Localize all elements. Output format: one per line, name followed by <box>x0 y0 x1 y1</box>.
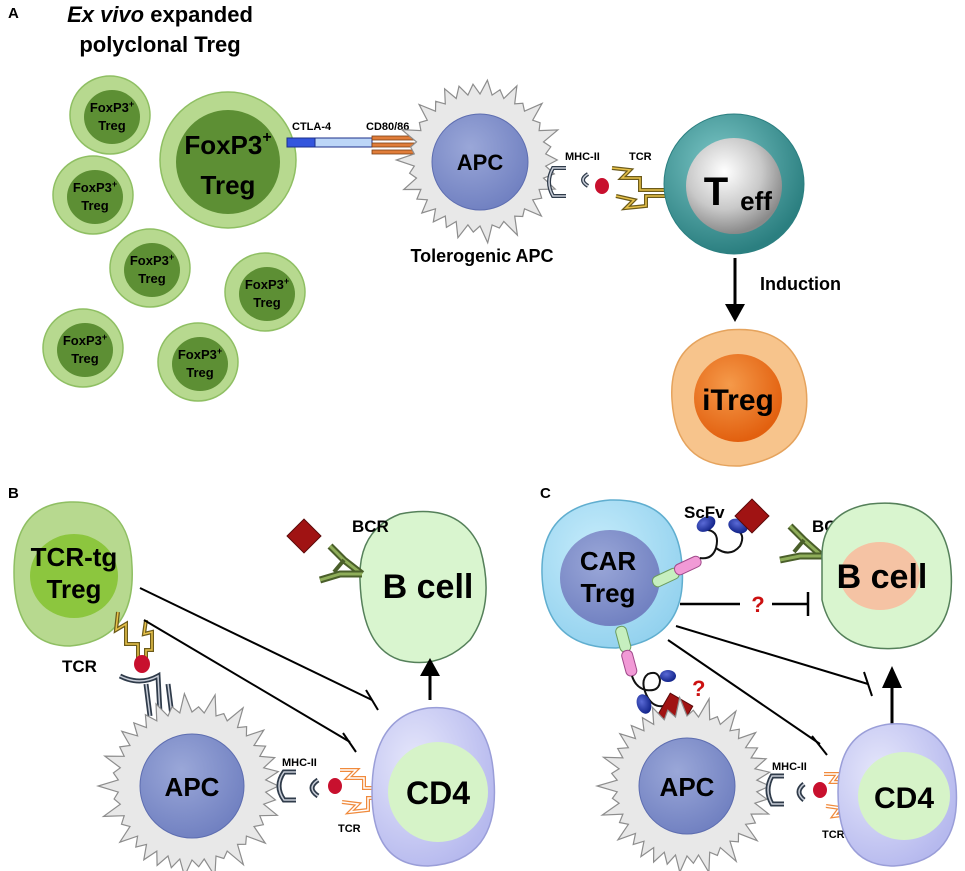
svg-text:Treg: Treg <box>81 198 109 213</box>
suppression-line <box>680 592 810 616</box>
tolerogenic-apc-label: Tolerogenic APC <box>410 246 553 266</box>
tcr-label-2: TCR <box>338 823 361 835</box>
mhc-ii-molecule <box>276 769 320 803</box>
small-treg-cell: FoxP3+ Treg <box>52 155 134 235</box>
title-italic: Ex vivo <box>67 2 144 27</box>
small-treg-cell: FoxP3+ Treg <box>224 252 306 332</box>
small-treg-cell: FoxP3+ Treg <box>42 308 124 388</box>
induction-label: Induction <box>760 274 841 294</box>
mhc-ii-molecule <box>547 166 590 198</box>
tcr-tg-treg-cell: TCR-tg Treg <box>13 501 133 647</box>
panel-c-letter: C <box>540 485 551 502</box>
cd8086-label: CD80/86 <box>366 121 409 133</box>
svg-text:Treg: Treg <box>186 365 214 380</box>
svg-text:FoxP3+: FoxP3+ <box>73 179 117 195</box>
car-receptor <box>651 516 748 588</box>
suppression-line <box>667 639 828 756</box>
svg-text:Treg: Treg <box>71 351 99 366</box>
svg-text:Treg: Treg <box>201 170 256 200</box>
svg-text:Treg: Treg <box>581 578 636 608</box>
apc-cell: APC <box>394 78 560 245</box>
antigen-square <box>734 498 770 534</box>
panel-a: A Ex vivo expanded polyclonal Treg FoxP3… <box>8 2 841 467</box>
ctla4-label: CTLA-4 <box>292 121 332 133</box>
svg-text:Treg: Treg <box>253 295 281 310</box>
car-receptor <box>615 625 676 714</box>
antigen-peptide <box>328 778 342 794</box>
bcr-receptor <box>779 523 825 564</box>
mhc-label: MHC-II <box>282 757 317 769</box>
panel-c: C CAR Treg ScFv BCR <box>540 485 958 871</box>
apc-label: APC <box>457 150 504 175</box>
svg-text:Treg: Treg <box>98 118 126 133</box>
itreg-cell: iTreg <box>671 328 808 467</box>
small-treg-cell: FoxP3+ Treg <box>109 228 191 308</box>
suppression-line <box>143 619 357 753</box>
tcr-label: TCR <box>629 151 652 163</box>
svg-text:T: T <box>704 170 728 214</box>
bcr-label: BCR <box>352 517 389 536</box>
cd4-label: CD4 <box>874 782 934 815</box>
svg-text:CAR: CAR <box>580 546 637 576</box>
apc-label: APC <box>660 772 715 802</box>
itreg-label: iTreg <box>702 384 774 417</box>
b-cell: B cell <box>821 502 953 650</box>
apc-cell: APC <box>96 691 280 871</box>
big-treg-cell: FoxP3+ Treg <box>159 91 297 229</box>
mhc-ii-molecule <box>118 671 175 717</box>
induction-arrow <box>725 258 745 322</box>
tcr-label: TCR <box>62 657 97 676</box>
car-treg-cell: CAR Treg <box>541 499 684 649</box>
mhc-label: MHC-II <box>772 761 807 773</box>
suppression-line <box>139 587 379 711</box>
antigen-peptide <box>595 178 609 194</box>
small-treg-cell: FoxP3+ Treg <box>157 322 239 402</box>
mhc-label: MHC-II <box>565 151 600 163</box>
bcell-label: B cell <box>383 568 474 606</box>
cd4-cell: CD4 <box>371 706 496 867</box>
teff-cell: T eff <box>663 113 805 255</box>
bcr-receptor <box>318 543 365 584</box>
question-mark: ? <box>692 676 705 701</box>
suppression-line <box>675 625 873 697</box>
svg-text:FoxP3+: FoxP3+ <box>245 276 289 292</box>
bcell-label: B cell <box>837 558 928 596</box>
b-cell: B cell <box>359 510 487 664</box>
scfv-label: ScFv <box>684 503 725 522</box>
antigen-square <box>286 518 322 554</box>
question-mark: ? <box>751 592 764 617</box>
tcr-label: TCR <box>822 829 845 841</box>
tcr-receptor <box>611 166 670 211</box>
svg-text:eff: eff <box>740 186 772 216</box>
cd4-label: CD4 <box>406 775 470 811</box>
apc-label: APC <box>165 772 220 802</box>
ctla4-receptor <box>286 137 373 148</box>
panel-b-letter: B <box>8 485 19 502</box>
panel-a-title-line2: polyclonal Treg <box>79 32 240 57</box>
antigen-peptide <box>134 655 150 673</box>
svg-text:Treg: Treg <box>47 574 102 604</box>
svg-text:FoxP3+: FoxP3+ <box>130 252 174 268</box>
svg-text:FoxP3+: FoxP3+ <box>90 99 134 115</box>
svg-text:FoxP3+: FoxP3+ <box>178 346 222 362</box>
small-treg-cell: FoxP3+ Treg <box>69 75 151 155</box>
panel-a-title-line1: Ex vivo expanded <box>67 2 253 27</box>
panel-b: B TCR-tg Treg TCR <box>8 485 496 871</box>
panel-a-letter: A <box>8 5 19 22</box>
mhc-ii-molecule <box>765 773 806 807</box>
apc-cell: APC <box>594 695 772 871</box>
svg-text:FoxP3+: FoxP3+ <box>184 129 271 160</box>
svg-text:TCR-tg: TCR-tg <box>31 542 118 572</box>
svg-text:FoxP3+: FoxP3+ <box>63 332 107 348</box>
svg-text:Treg: Treg <box>138 271 166 286</box>
antigen-peptide <box>813 782 827 798</box>
activation-arrow <box>420 658 440 700</box>
cd4-cell: CD4 <box>837 723 958 867</box>
title-rest: expanded <box>144 2 253 27</box>
